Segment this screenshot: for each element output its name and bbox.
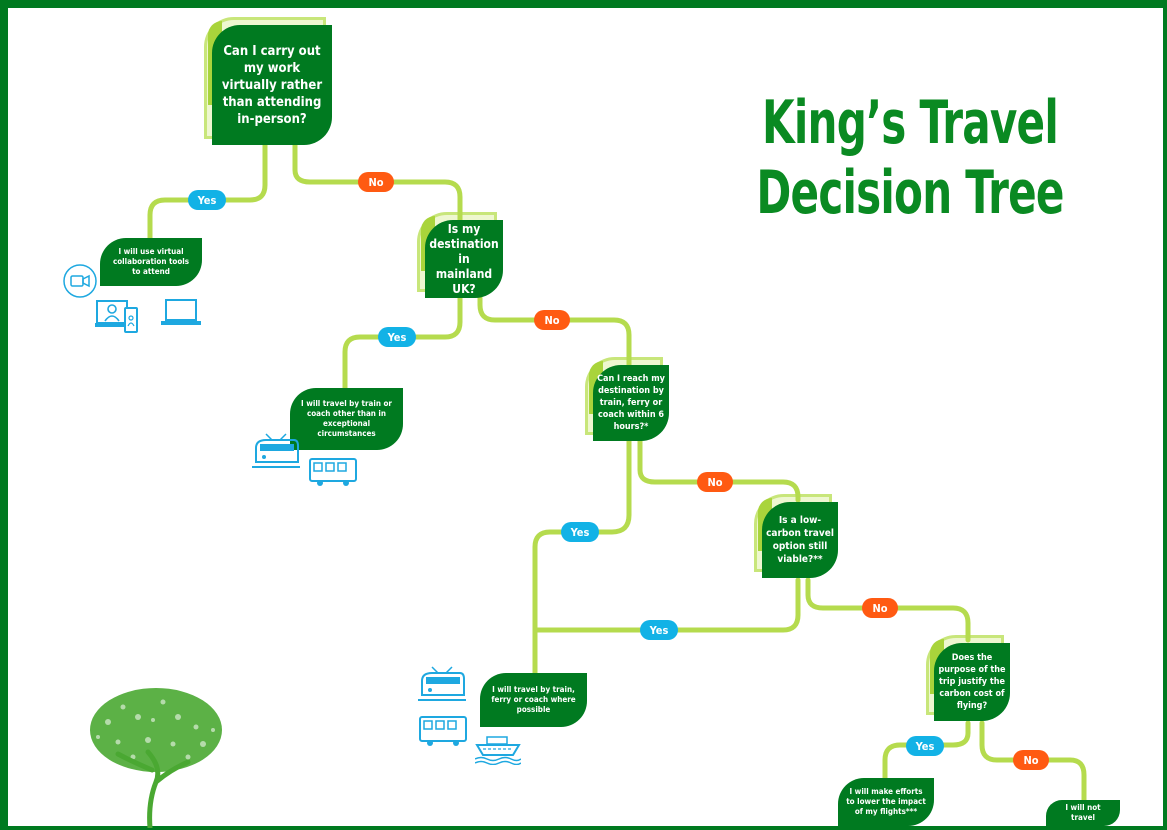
train-icon	[418, 666, 466, 701]
no-label-q2: No	[534, 310, 570, 330]
no-label-q4: No	[862, 598, 898, 618]
no-label-q3: No	[697, 472, 733, 492]
bottom-border	[0, 826, 1167, 830]
question-mainland-uk: Is my destination in mainland UK?	[417, 212, 503, 298]
question-justify-flying: Does the purpose of the trip justify the…	[926, 635, 1010, 721]
question-virtual-work-text: Can I carry out my work virtually rather…	[221, 43, 323, 127]
question-low-carbon-viable: Is a low-carbon travel option still viab…	[754, 494, 838, 578]
yes-label-q1: Yes	[188, 190, 226, 210]
answer-no-travel: I will not travel	[1046, 800, 1120, 826]
question-justify-flying-text: Does the purpose of the trip justify the…	[938, 653, 1006, 711]
bus-icon	[419, 716, 467, 746]
answer-train-coach-uk: I will travel by train or coach other th…	[290, 388, 403, 450]
yes-label-q5: Yes	[906, 736, 944, 756]
laptop-icon	[161, 299, 201, 325]
yes-label-q4: Yes	[640, 620, 678, 640]
no-label-q5: No	[1013, 750, 1049, 770]
answer-virtual-tools: I will use virtual collaboration tools t…	[100, 238, 202, 286]
connector-q3-yes	[532, 437, 632, 693]
ferry-icon	[475, 736, 521, 765]
video-camera-icon	[63, 264, 97, 298]
connector-q4-yes	[532, 577, 801, 633]
no-label-q1: No	[358, 172, 394, 192]
yes-label-q2: Yes	[378, 327, 416, 347]
question-reach-6-hours: Can I reach my destination by train, fer…	[585, 357, 669, 441]
question-mainland-uk-text: Is my destination in mainland UK?	[429, 221, 499, 296]
title-line-1: King’s Travel	[762, 88, 1059, 158]
user-devices-icon	[95, 300, 138, 333]
question-virtual-work: Can I carry out my work virtually rather…	[204, 17, 332, 145]
yes-label-q3: Yes	[561, 522, 599, 542]
train-icon	[252, 433, 300, 468]
page-title: King’s Travel Decision Tree	[746, 88, 1074, 228]
bus-icon	[309, 458, 357, 486]
answer-lower-flight-impact: I will make efforts to lower the impact …	[838, 778, 934, 826]
tree-icon	[90, 688, 222, 828]
question-reach-6-hours-text: Can I reach my destination by train, fer…	[597, 374, 665, 432]
answer-train-ferry-coach: I will travel by train, ferry or coach w…	[480, 673, 587, 727]
question-low-carbon-viable-text: Is a low-carbon travel option still viab…	[766, 515, 834, 565]
title-line-2: Decision Tree	[756, 158, 1064, 228]
connector-q2-no	[477, 295, 632, 368]
